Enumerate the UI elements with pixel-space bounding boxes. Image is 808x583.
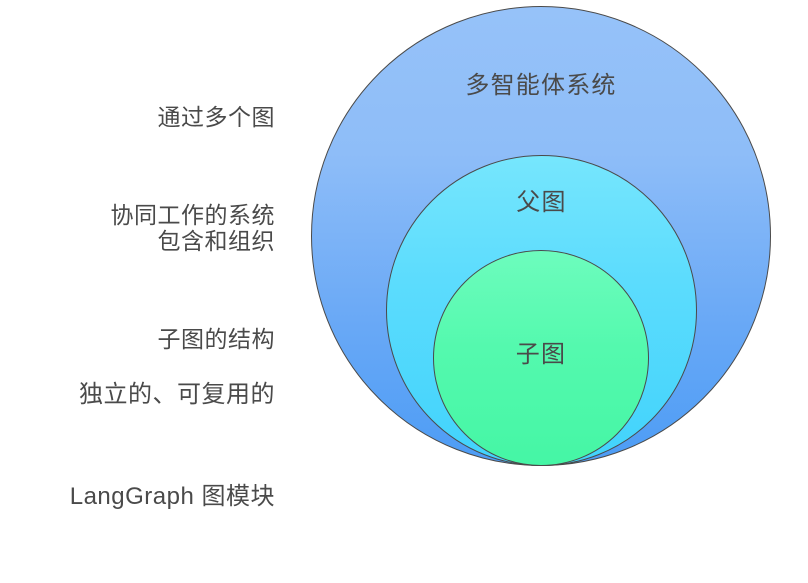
annotation-subgraph-line-2: LangGraph 图模块 [69,483,275,511]
diagram-canvas: 通过多个图 协同工作的系统 包含和组织 子图的结构 独立的、可复用的 LangG… [69,6,771,511]
annotation-parent-graph-line-1: 包含和组织 [157,228,275,255]
circle-subgraph-label: 子图 [515,341,567,368]
annotation-multi-agent-line-2: 协同工作的系统 [110,202,275,229]
circle-parent-graph-label: 父图 [516,189,567,216]
circle-subgraph: 子图 [433,250,649,466]
annotation-subgraph-line-1: 独立的、可复用的 [79,381,275,409]
annotation-parent-graph-line-2: 子图的结构 [157,326,275,353]
circle-stack: 多智能体系统 父图 子图 [311,6,771,466]
annotation-parent-graph: 包含和组织 子图的结构 [158,160,276,421]
circle-multi-agent-system-label: 多智能体系统 [465,72,617,99]
annotation-multi-agent: 通过多个图 协同工作的系统 [111,36,276,297]
annotation-multi-agent-line-1: 通过多个图 [157,104,275,131]
